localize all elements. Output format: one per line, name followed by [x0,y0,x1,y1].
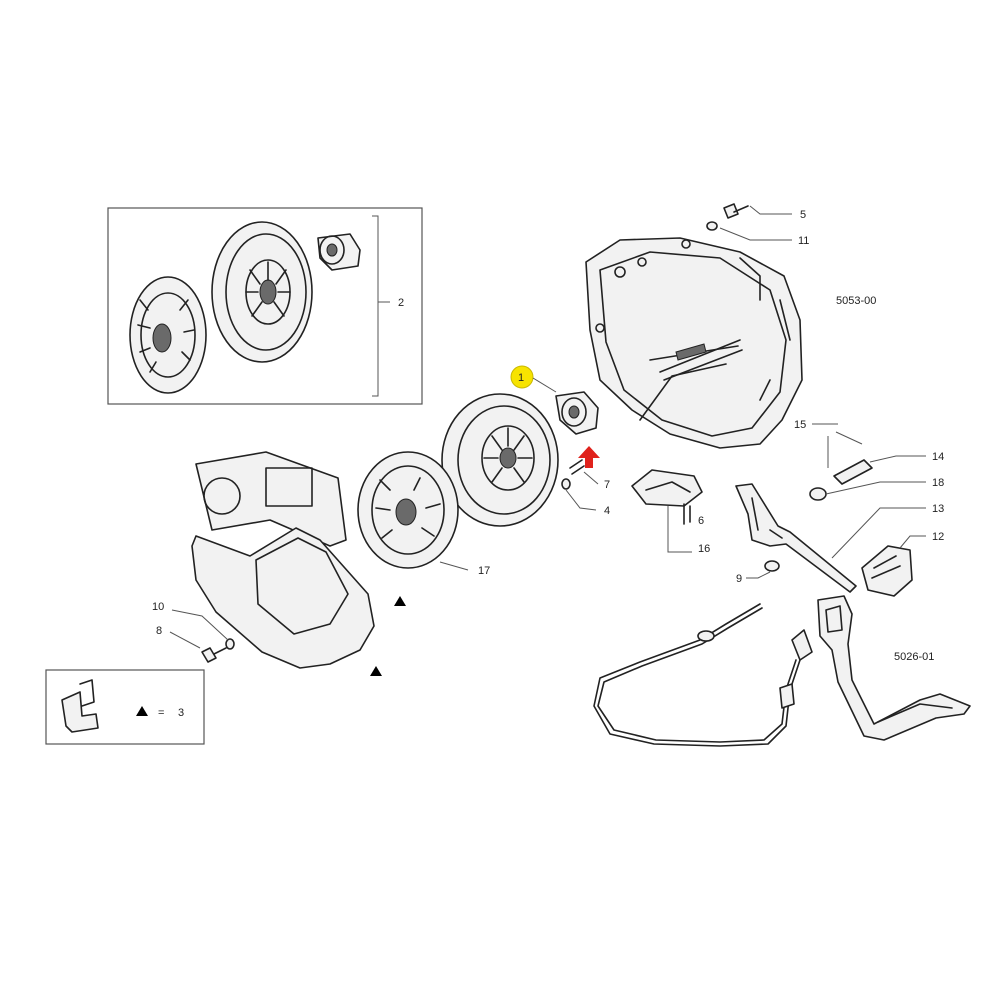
release-fork [735,483,857,593]
callout-4: 4 [604,505,610,517]
pivot-pin [833,459,873,485]
callout-2: 2 [398,297,404,309]
gasket-plate [191,527,375,669]
release-bearing [555,391,599,435]
callout-14: 14 [932,451,944,463]
flywheel-plate [195,451,347,547]
pedal-code: 5026-01 [894,651,934,663]
legend-box: = 3 [45,669,205,745]
callout-11: 11 [798,235,809,247]
triangle-marker-1 [394,596,406,606]
bolt-set [201,638,235,663]
clutch-disc [357,451,459,569]
kit-pressure-plate [211,221,313,363]
callout-10: 10 [152,601,164,613]
callout-13: 13 [932,503,944,515]
callout-17: 17 [478,565,490,577]
callout-16: 16 [698,543,710,555]
bell-housing [585,237,803,449]
callout-8: 8 [156,625,162,637]
callout-9: 9 [736,573,742,585]
kit-clutch-disc [129,276,207,394]
housing-bolt [706,203,749,231]
guide-tube [631,469,703,507]
housing-code: 5053-00 [836,295,876,307]
callout-5: 5 [800,209,806,221]
pressure-plate [441,393,559,527]
legend-number: 3 [178,707,184,719]
legend-equals: = [158,707,164,719]
callout-1-highlight [510,365,534,389]
fork-clip [764,560,780,572]
red-up-arrow-icon [578,446,600,468]
clip-bracket-icon [61,679,99,733]
rubber-boot [861,545,913,597]
clutch-cable [593,603,813,747]
callout-6: 6 [698,515,704,527]
bushing [809,487,827,501]
callout-12: 12 [932,531,944,543]
pin-and-screw [561,459,585,490]
callout-18: 18 [932,477,944,489]
callout-7: 7 [604,479,610,491]
triangle-marker-2 [370,666,382,676]
clutch-kit-box: 2 [107,207,423,405]
clutch-pedal [817,595,971,741]
triangle-icon [136,706,148,716]
callout-15: 15 [794,419,806,431]
callout-1: 1 [518,372,524,384]
kit-release-bearing [317,233,361,271]
